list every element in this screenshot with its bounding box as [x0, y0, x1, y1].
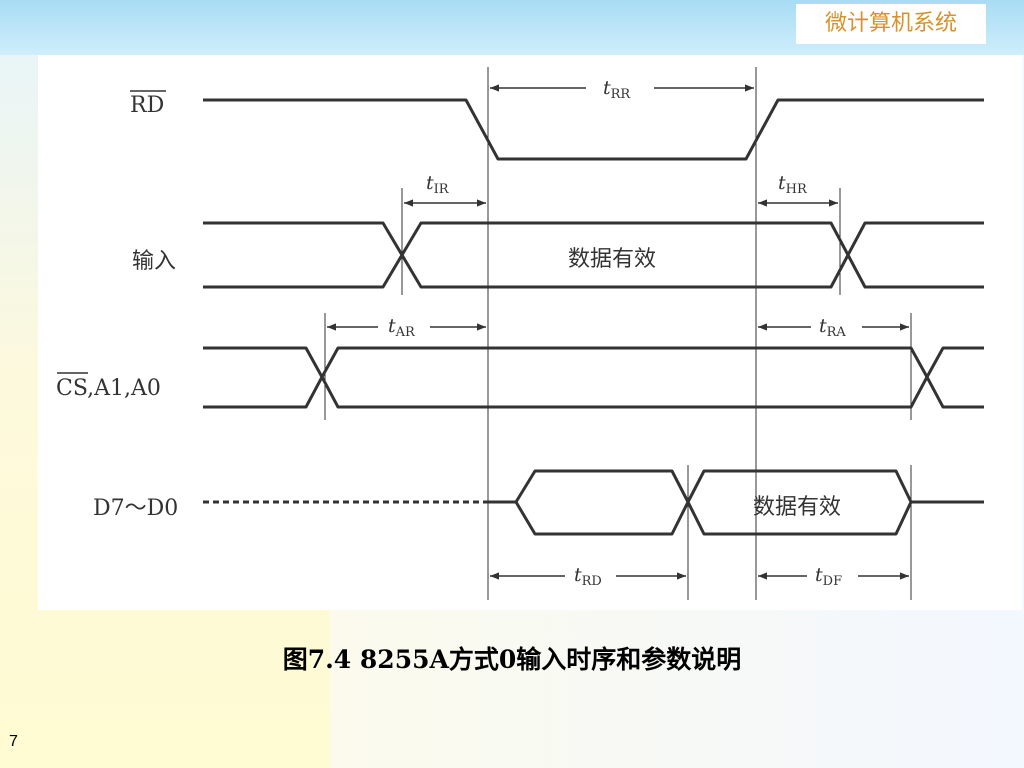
signal-label-cs: CS,A1,A0 — [56, 376, 161, 401]
param-tir-sub: IR — [434, 182, 450, 197]
param-tra: tRA — [819, 315, 846, 340]
signal-label-cs-rest: ,A1,A0 — [87, 376, 161, 401]
input-waveform-top — [203, 221, 984, 257]
signal-label-input: 输入 — [132, 249, 176, 274]
param-trr: tRR — [603, 77, 631, 102]
param-tdf-t: t — [815, 564, 823, 586]
signal-label-rd: RD — [130, 93, 164, 118]
param-tar: tAR — [388, 315, 416, 340]
signal-label-data: D7～D0 — [93, 496, 178, 521]
param-tra-t: t — [819, 315, 827, 337]
input-region-label: 数据有效 — [568, 247, 656, 272]
param-tir-t: t — [426, 172, 434, 194]
param-tar-t: t — [388, 315, 396, 337]
cs-waveform-top — [203, 346, 984, 379]
figure-caption: 图7.4 8255A方式0输入时序和参数说明 — [282, 645, 742, 674]
data-waveform-bottom — [514, 500, 913, 536]
course-badge: 微计算机系统 — [796, 4, 986, 44]
cs-waveform-bottom — [203, 375, 984, 409]
param-thr: tHR — [778, 172, 808, 197]
page-number: 7 — [9, 733, 18, 750]
param-tdf: tDF — [815, 564, 842, 589]
timing-diagram: RD 输入 CS,A1,A0 D7～D0 数据有效 数据有效 tRR tIR t… — [56, 67, 984, 600]
data-region-label: 数据有效 — [753, 495, 841, 520]
param-trd-sub: RD — [582, 574, 602, 589]
param-tra-sub: RA — [827, 325, 847, 340]
param-tar-sub: AR — [395, 325, 416, 340]
rd-waveform — [203, 98, 984, 161]
param-trr-sub: RR — [611, 87, 632, 102]
param-trd: tRD — [574, 564, 602, 589]
param-trr-t: t — [603, 77, 611, 99]
param-trd-t: t — [574, 564, 582, 586]
param-tir: tIR — [426, 172, 450, 197]
param-thr-t: t — [778, 172, 786, 194]
param-tdf-sub: DF — [823, 574, 842, 589]
diagram-panel — [38, 55, 1022, 610]
input-waveform-bottom — [203, 253, 984, 289]
param-thr-sub: HR — [786, 182, 808, 197]
signal-label-cs-name: CS — [56, 376, 87, 401]
data-waveform-top — [488, 469, 984, 504]
